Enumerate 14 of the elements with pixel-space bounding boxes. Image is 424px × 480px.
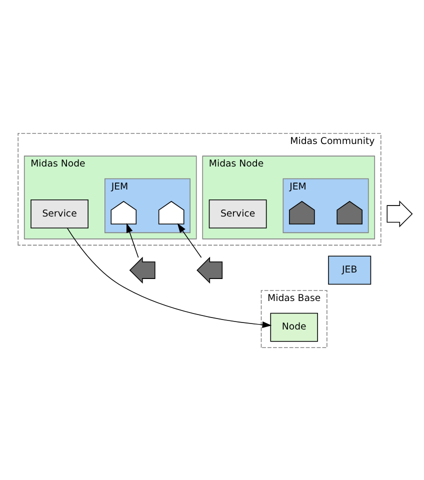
cluster: JEM: [282, 178, 369, 233]
node-box: Service: [30, 198, 88, 228]
node-box: JEB: [328, 255, 372, 284]
node-arrow: [158, 200, 184, 224]
node-arrow: [129, 256, 156, 284]
node-arrow: [386, 200, 413, 227]
node-box: Node: [270, 312, 318, 342]
node-box: Service: [208, 198, 267, 228]
node-arrow: [289, 200, 315, 224]
node-arrow: [110, 200, 137, 224]
arrow: [126, 222, 139, 258]
arrow: [177, 222, 202, 258]
node-arrow: [336, 200, 363, 224]
node-arrow: [196, 256, 223, 284]
